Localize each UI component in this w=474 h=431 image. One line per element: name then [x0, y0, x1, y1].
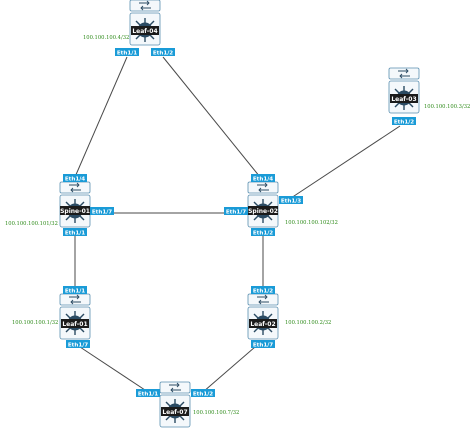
device-name: Spine-01 [60, 208, 90, 215]
device-leaf-01[interactable]: Leaf-01 [59, 293, 91, 340]
svg-text:Eth1/7: Eth1/7 [68, 343, 88, 349]
device-name: Leaf-04 [132, 28, 157, 35]
svg-text:Eth1/2: Eth1/2 [193, 392, 213, 398]
link-leaf01-leaf07 [79, 346, 149, 393]
port-leaf02-eth1-2[interactable]: Eth1/2 [251, 286, 275, 295]
link-leaf03-spine02 [287, 125, 401, 201]
port-leaf07-eth1-2[interactable]: Eth1/2 [191, 389, 215, 398]
ip-label-leaf-01: 100.100.100.1/32 [12, 320, 58, 326]
svg-text:Eth1/4: Eth1/4 [253, 177, 273, 183]
port-spine02-eth1-7[interactable]: Eth1/7 [224, 207, 248, 216]
port-spine01-eth1-7[interactable]: Eth1/7 [90, 207, 114, 216]
device-name: Leaf-07 [162, 409, 187, 416]
svg-text:Eth1/2: Eth1/2 [153, 51, 173, 57]
device-name: Leaf-03 [391, 96, 416, 103]
svg-text:Eth1/1: Eth1/1 [138, 392, 158, 398]
port-spine01-eth1-1[interactable]: Eth1/1 [63, 228, 87, 237]
svg-text:Eth1/1: Eth1/1 [65, 231, 85, 237]
port-leaf07-eth1-1[interactable]: Eth1/1 [136, 389, 160, 398]
link-leaf04-spine02 [162, 56, 261, 178]
port-spine02-eth1-4[interactable]: Eth1/4 [251, 174, 275, 183]
port-leaf04-eth1-2[interactable]: Eth1/2 [151, 48, 175, 57]
device-spine-01[interactable]: Spine-01 [59, 181, 91, 228]
ip-label-leaf-03: 100.100.100.3/32 [424, 104, 470, 110]
svg-text:Eth1/7: Eth1/7 [226, 210, 246, 216]
svg-text:Eth1/2: Eth1/2 [253, 231, 273, 237]
stack-icon [388, 67, 420, 80]
port-spine02-eth1-2[interactable]: Eth1/2 [251, 228, 275, 237]
link-leaf04-spine01 [74, 56, 128, 178]
device-leaf-03[interactable]: Leaf-03 [388, 67, 420, 114]
links [74, 56, 401, 393]
port-leaf03-eth1-2[interactable]: Eth1/2 [392, 117, 416, 126]
device-spine-02[interactable]: Spine-02 [247, 181, 279, 228]
stack-icon [59, 181, 91, 194]
port-leaf04-eth1-1[interactable]: Eth1/1 [115, 48, 139, 57]
port-leaf01-eth1-7[interactable]: Eth1/7 [66, 340, 90, 349]
port-leaf02-eth1-7[interactable]: Eth1/7 [251, 340, 275, 349]
device-leaf-04[interactable]: Leaf-04 [129, 0, 161, 46]
device-name: Leaf-01 [62, 321, 87, 328]
stack-icon [159, 381, 191, 394]
port-leaf01-eth1-1[interactable]: Eth1/1 [63, 286, 87, 295]
device-name: Leaf-02 [250, 321, 275, 328]
stack-icon [129, 0, 161, 12]
svg-text:Eth1/1: Eth1/1 [117, 51, 137, 57]
stack-icon [247, 181, 279, 194]
ip-label-leaf-02: 100.100.100.2/32 [285, 320, 331, 326]
device-leaf-07[interactable]: Leaf-07 [159, 381, 191, 428]
device-name: Spine-02 [248, 208, 278, 215]
svg-text:Eth1/7: Eth1/7 [92, 210, 112, 216]
link-leaf02-leaf07 [202, 346, 256, 393]
ip-label-spine-01: 100.100.100.101/32 [5, 221, 58, 227]
port-spine02-eth1-3[interactable]: Eth1/3 [279, 196, 303, 205]
svg-text:Eth1/4: Eth1/4 [65, 177, 85, 183]
stack-icon [59, 293, 91, 306]
svg-text:Eth1/2: Eth1/2 [253, 289, 273, 295]
svg-text:Eth1/3: Eth1/3 [281, 199, 301, 205]
ip-label-leaf-07: 100.100.100.7/32 [193, 410, 239, 416]
svg-text:Eth1/1: Eth1/1 [65, 289, 85, 295]
port-spine01-eth1-4[interactable]: Eth1/4 [63, 174, 87, 183]
svg-text:Eth1/2: Eth1/2 [394, 120, 414, 126]
svg-text:Eth1/7: Eth1/7 [253, 343, 273, 349]
ip-label-leaf-04: 100.100.100.4/32 [83, 35, 129, 41]
device-leaf-02[interactable]: Leaf-02 [247, 293, 279, 340]
stack-icon [247, 293, 279, 306]
ip-label-spine-02: 100.100.100.102/32 [285, 220, 338, 226]
